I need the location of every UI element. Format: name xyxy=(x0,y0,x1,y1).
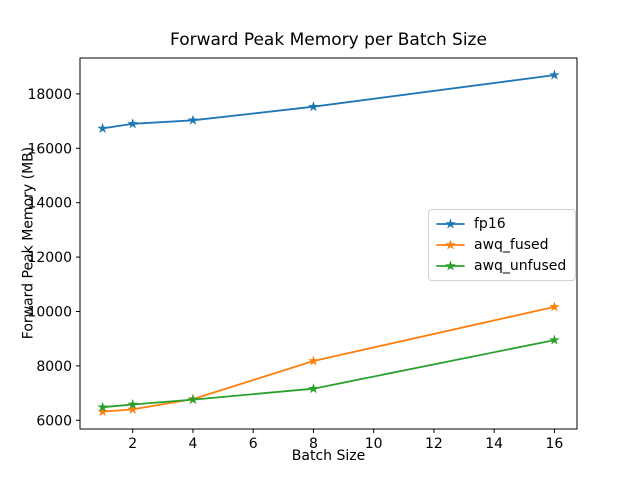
data-point-awq_unfused-x1 xyxy=(97,401,108,412)
legend-sample-awq_unfused xyxy=(436,260,465,271)
legend-sample-marker xyxy=(445,260,456,271)
x-tick-label: 12 xyxy=(425,436,443,452)
legend-label: fp16 xyxy=(474,216,506,232)
legend-sample-fp16 xyxy=(436,218,465,229)
legend: fp16 awq_fused awq_unfused xyxy=(428,209,577,281)
series-line-awq_fused xyxy=(101,305,556,413)
x-tick-label: 14 xyxy=(485,436,503,452)
x-tick-label: 8 xyxy=(309,436,318,452)
series-line-fp16 xyxy=(101,74,556,130)
data-point-fp16-x8 xyxy=(308,101,319,112)
legend-sample-awq_fused xyxy=(436,239,465,250)
chart-title: Forward Peak Memory per Batch Size xyxy=(170,30,487,50)
y-tick-label: 6000 xyxy=(36,413,72,429)
data-point-awq_unfused-x8 xyxy=(308,383,319,394)
data-point-awq_fused-x1 xyxy=(97,405,108,417)
x-tick-label: 6 xyxy=(249,436,258,452)
y-axis-label: Forward Peak Memory (MB) xyxy=(20,146,37,340)
y-tick-label: 10000 xyxy=(27,304,72,320)
data-point-fp16-x1 xyxy=(97,122,108,133)
legend-label: awq_unfused xyxy=(474,258,567,274)
data-point-awq_unfused-x4 xyxy=(187,394,199,405)
legend-sample-marker xyxy=(445,239,456,250)
y-tick-label: 18000 xyxy=(27,87,72,103)
data-point-awq_fused-x16 xyxy=(549,301,560,312)
x-tick-label: 2 xyxy=(128,436,137,452)
y-tick-label: 14000 xyxy=(27,196,72,212)
legend-item-fp16: fp16 xyxy=(436,216,566,232)
x-tick-label: 16 xyxy=(545,436,563,452)
legend-item-awq_fused: awq_fused xyxy=(436,237,566,253)
legend-sample-marker xyxy=(445,218,456,229)
x-axis-label: Batch Size xyxy=(291,448,366,464)
y-tick-label: 16000 xyxy=(27,141,72,157)
data-point-awq_fused-x2 xyxy=(127,403,139,414)
data-point-awq_fused-x8 xyxy=(308,355,319,366)
data-point-fp16-x4 xyxy=(187,114,199,125)
data-point-fp16-x16 xyxy=(549,69,560,80)
series-line-awq_unfused xyxy=(101,339,556,409)
data-point-fp16-x2 xyxy=(127,118,139,129)
legend-label: awq_fused xyxy=(474,237,549,253)
legend-item-awq_unfused: awq_unfused xyxy=(436,258,566,274)
x-tick-label: 4 xyxy=(188,436,197,452)
data-point-awq_unfused-x2 xyxy=(127,398,139,410)
data-point-awq_unfused-x16 xyxy=(549,334,560,345)
y-tick-label: 8000 xyxy=(36,359,72,375)
y-tick-label: 12000 xyxy=(27,250,72,266)
x-tick-label: 10 xyxy=(365,436,383,452)
axes-frame xyxy=(79,57,578,430)
